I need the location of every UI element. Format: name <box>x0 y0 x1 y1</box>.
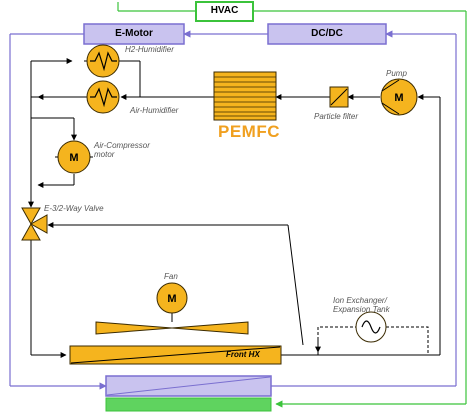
ion-exchanger-symbol <box>355 311 387 343</box>
three-way-valve-symbol <box>21 207 48 241</box>
dc-dc-block <box>267 23 387 45</box>
pump-label: Pump <box>386 69 407 78</box>
particle-filter-symbol <box>329 86 349 108</box>
air-compressor-motor-symbol: M <box>55 140 93 174</box>
pump-symbol: M <box>380 78 418 116</box>
e-motor-block <box>83 23 185 45</box>
ion-exchanger-label: Ion Exchanger/ Expansion Tank <box>333 296 390 314</box>
front-hx-label: Front HX <box>226 350 260 359</box>
valve-label: E-3/2-Way Valve <box>44 204 104 213</box>
h2-humidifier-label: H2-Humidifier <box>125 45 174 54</box>
motor-glyph: M <box>69 152 78 164</box>
hvac-block <box>195 1 254 22</box>
pemfc-label: PEMFC <box>218 122 280 141</box>
air-humidifier-symbol <box>86 80 120 114</box>
air-humidifier-label: Air-Humidifier <box>130 106 179 115</box>
fan-label: Fan <box>164 272 178 281</box>
particle-filter-label: Particle filter <box>314 112 359 121</box>
pump-motor-glyph: M <box>394 92 403 104</box>
front-hx-symbol <box>69 345 282 365</box>
dc-dc-label: DC/DC <box>311 28 343 39</box>
air-compressor-label: Air-Compressor motor <box>94 141 150 159</box>
hvac-heat-exchanger-symbol <box>105 375 272 412</box>
fan-symbol: M <box>95 282 249 335</box>
electric-circuit-line <box>9 30 457 390</box>
h2-humidifier-symbol <box>86 44 120 78</box>
coolant-lines <box>28 58 441 358</box>
fan-motor-glyph: M <box>167 293 176 305</box>
pemfc-stack <box>213 71 277 121</box>
hvac-circuit-line <box>117 2 467 408</box>
hvac-label: HVAC <box>210 5 239 16</box>
e-motor-label: E-Motor <box>115 28 153 39</box>
